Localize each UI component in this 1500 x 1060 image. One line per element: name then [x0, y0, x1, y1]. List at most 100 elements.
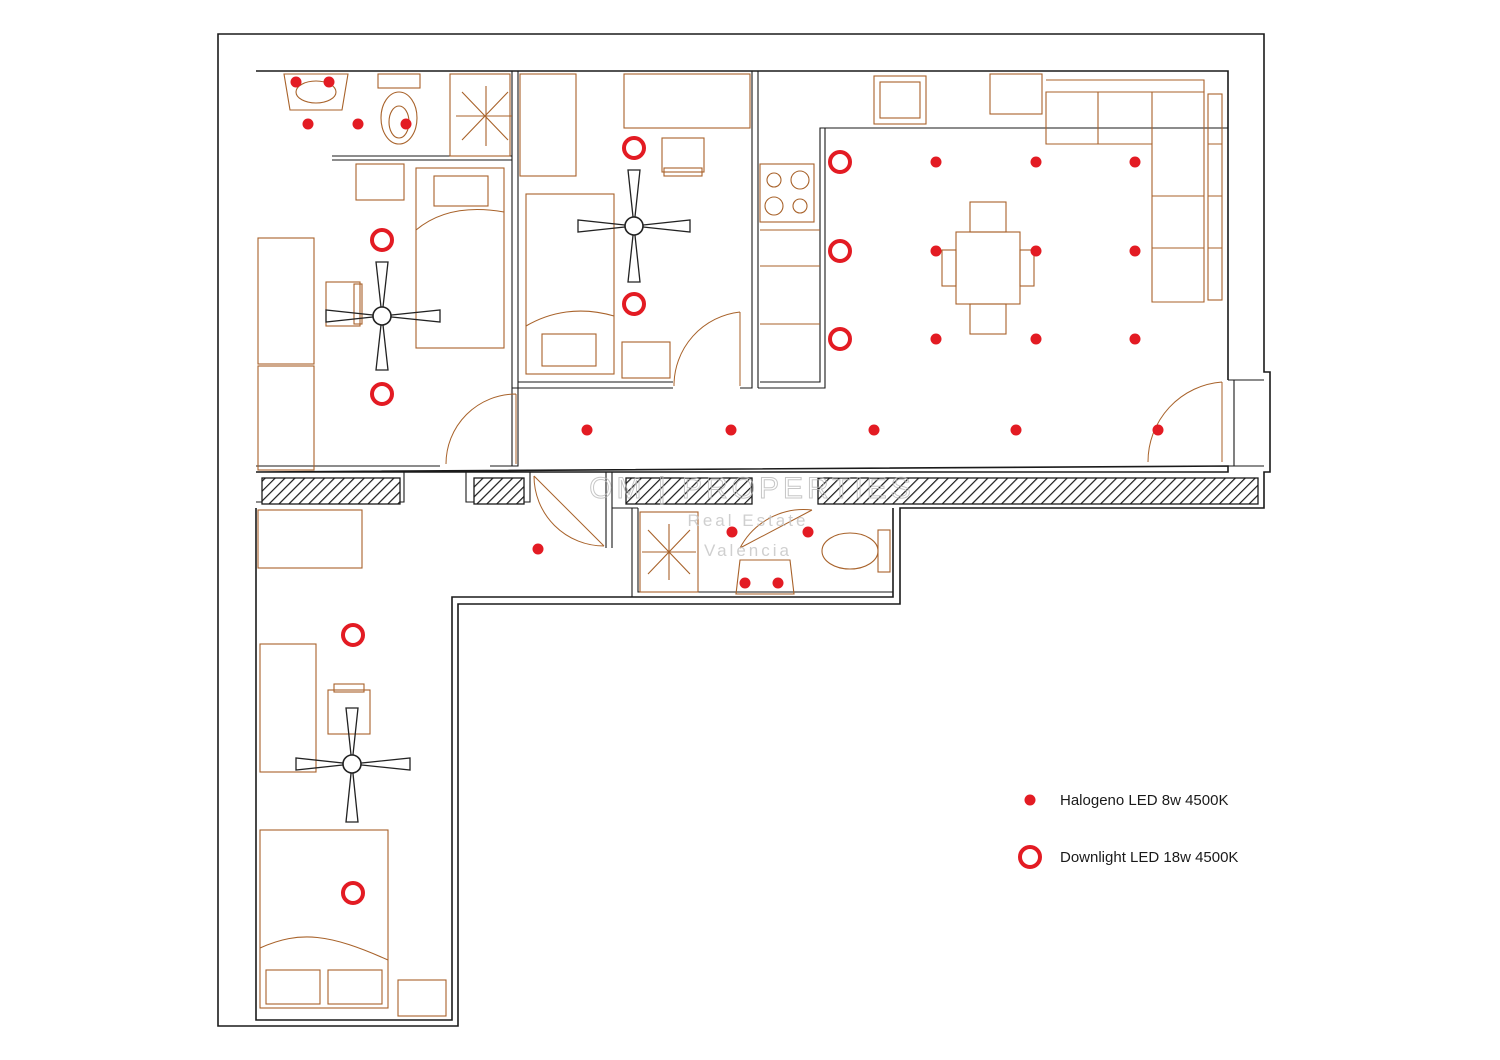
halogen-light-icon — [802, 526, 814, 538]
walls — [217, 33, 1271, 1027]
burner-4 — [792, 198, 808, 214]
toilet-1-tank — [377, 73, 421, 89]
chair-2-back — [663, 167, 703, 177]
downlight-icon — [828, 150, 852, 174]
halogen-light-icon — [1030, 333, 1042, 345]
desk-3b — [259, 643, 317, 773]
bed-2-sheet — [525, 310, 615, 327]
wardrobe-1b — [257, 365, 315, 471]
watermark: OM | PROPERTIES Real Estate Valencia — [589, 472, 915, 561]
burner-1 — [766, 172, 782, 188]
halogen-light-icon — [400, 118, 412, 130]
halogen-light-icon — [930, 156, 942, 168]
structural-walls — [261, 477, 1259, 505]
kitchen-counter-lines — [760, 229, 820, 325]
halogen-light-icon — [726, 526, 738, 538]
bed-2-pillow — [541, 333, 597, 367]
halogen-light-icon — [725, 424, 737, 436]
side-table-lines — [1208, 143, 1222, 249]
nightstand-3 — [397, 979, 447, 1017]
halogen-light-icon — [1129, 333, 1141, 345]
legend: Halogeno LED 8w 4500K Downlight LED 18w … — [1018, 792, 1238, 869]
furniture — [257, 73, 1223, 1017]
halogen-light-icon — [868, 424, 880, 436]
washbasin-1-bowl — [295, 80, 337, 104]
nightstand-2 — [621, 341, 671, 379]
legend-halogen-icon — [1024, 794, 1036, 806]
halogen-light-icon — [290, 76, 302, 88]
exterior-wall-inner-lower — [255, 508, 894, 1021]
shower-2 — [639, 511, 699, 593]
side-table — [1207, 93, 1223, 301]
legend-downlight-icon — [1018, 845, 1042, 869]
sofa — [1045, 91, 1205, 303]
halogen-light-icon — [532, 543, 544, 555]
legend-halogen-label: Halogeno LED 8w 4500K — [1060, 792, 1228, 809]
halogen-light-icon — [1129, 156, 1141, 168]
chair-3 — [327, 689, 371, 735]
washbasin-2 — [735, 559, 795, 595]
burner-3 — [764, 196, 784, 216]
hatched-wall-3 — [625, 477, 753, 505]
halogen-light-icon — [930, 333, 942, 345]
ceiling-fan-icon — [577, 169, 691, 283]
door-bedroom-1 — [445, 393, 517, 465]
bed-3-pillow-b — [327, 969, 383, 1005]
wardrobe-1a — [257, 237, 315, 365]
door-entrance — [1147, 381, 1223, 463]
sink-counter — [873, 75, 927, 125]
bed-1-pillow — [433, 175, 489, 207]
halogen-light-icon — [1152, 424, 1164, 436]
desk-2 — [623, 73, 751, 129]
wardrobe-2 — [519, 73, 577, 177]
shower-2-drain — [642, 524, 696, 580]
toilet-2-tank — [877, 529, 891, 573]
shower-1 — [449, 73, 511, 157]
dining-chair-bottom — [969, 303, 1007, 335]
sink-bowl — [879, 81, 921, 119]
downlight-icon — [341, 623, 365, 647]
halogen-light-icon — [1129, 245, 1141, 257]
sofa-cushions — [1046, 79, 1205, 249]
bed-1-sheet — [415, 208, 505, 231]
hatched-wall-2 — [473, 477, 525, 505]
cooktop — [759, 163, 815, 223]
toilet-2-bowl — [821, 532, 879, 570]
ceiling-fans — [295, 169, 691, 823]
bed-1 — [415, 167, 505, 349]
ceiling-fan-icon — [295, 707, 411, 823]
bed-2 — [525, 193, 615, 375]
watermark-line1: Real Estate — [688, 511, 809, 530]
downlight-icon — [828, 327, 852, 351]
halogen-light-icon — [323, 76, 335, 88]
partition-walls — [256, 70, 1228, 467]
downlight-icon — [828, 239, 852, 263]
burner-2 — [790, 170, 810, 190]
halogen-light-icon — [1030, 156, 1042, 168]
chair-2 — [661, 137, 705, 173]
downlight-icon — [370, 382, 394, 406]
door-bathroom-2 — [739, 509, 813, 549]
halogen-light-icon — [1030, 245, 1042, 257]
exterior-wall-outer — [217, 33, 1271, 1027]
dining-chair-left — [941, 249, 957, 287]
doors — [445, 311, 1223, 549]
halogen-light-icon — [302, 118, 314, 130]
halogen-light-icon — [581, 424, 593, 436]
toilet-1-bowl — [380, 91, 418, 145]
watermark-line2: Valencia — [704, 541, 792, 560]
halogen-light-icon — [739, 577, 751, 589]
downlight-icon — [622, 136, 646, 160]
watermark-brand: OM | PROPERTIES — [589, 472, 915, 505]
hatched-wall-4 — [817, 477, 1259, 505]
hatched-wall-1 — [261, 477, 401, 505]
exterior-wall-inner-upper — [255, 70, 1229, 473]
light-fixtures — [290, 76, 1164, 905]
halogen-light-icon — [1010, 424, 1022, 436]
dining-chair-top — [969, 201, 1007, 233]
chair-3-back — [333, 683, 365, 693]
halogen-light-icon — [930, 245, 942, 257]
desk-3 — [257, 509, 363, 569]
fridge — [989, 73, 1043, 115]
